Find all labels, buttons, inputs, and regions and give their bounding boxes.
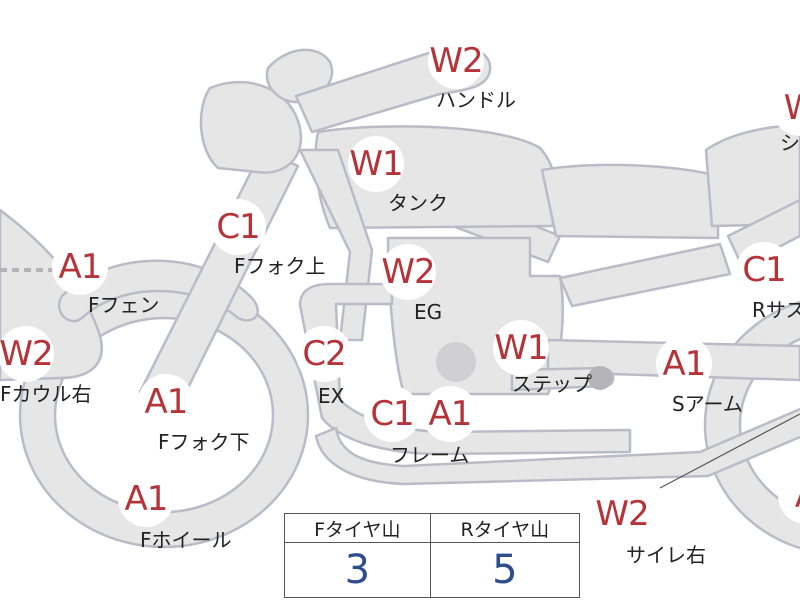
silencer-leader-line (659, 413, 800, 489)
handle-grade-badge: W2 (428, 33, 484, 89)
front-tire-header: Fタイヤ山 (284, 513, 431, 543)
frame-label: フレーム (390, 443, 470, 467)
swing-arm-grade-badge: A1 (656, 336, 712, 392)
tire-tread-table: Fタイヤ山 Rタイヤ山 3 5 (284, 513, 581, 598)
front-cowl-right-label: Fカウル右 (0, 382, 92, 406)
rear-suspension-grade-badge: C1 (736, 242, 792, 298)
front-wheel-label: Fホイール (140, 528, 232, 552)
front-fender-label: Fフェン (88, 293, 160, 317)
headlight-shape (199, 80, 303, 174)
seat-label: シ (780, 131, 800, 155)
tank-grade-badge: W1 (348, 136, 404, 192)
frame-lower-shape (314, 407, 800, 486)
front-fork-upper-label: Fフォク上 (234, 254, 326, 278)
step-label: ステップ (512, 372, 592, 396)
swing-arm-label: Sアーム (672, 392, 743, 416)
rear-tire-value: 5 (429, 542, 581, 598)
silencer-right-label: サイレ右 (626, 543, 706, 567)
handle-label: ハンドル (436, 88, 516, 112)
rear-tire-header: Rタイヤ山 (429, 513, 581, 543)
front-fender-grade-badge: A1 (52, 239, 108, 295)
front-cowl-right-grade-badge: W2 (0, 326, 54, 382)
silencer-shape (558, 242, 732, 308)
step-grade-badge: W1 (493, 320, 549, 376)
front-fork-lower-grade-badge: A1 (138, 374, 194, 430)
engine-label: EG (414, 300, 443, 324)
frame-c1-grade-badge: C1 (364, 386, 420, 442)
frame-a1-grade-badge: A1 (422, 386, 478, 442)
front-wheel-grade-badge: A1 (118, 471, 174, 527)
rear-wheel-grade-badge: A (778, 468, 800, 524)
silencer-right-grade-badge: W2 (594, 486, 650, 542)
exhaust-label: EX (318, 384, 345, 408)
engine-grade-badge: W2 (380, 244, 436, 300)
engine-cover-circle (436, 342, 476, 382)
rear-suspension-label: Rサス (752, 298, 800, 322)
front-fork-lower-label: Fフォク下 (158, 430, 250, 454)
front-tire-value: 3 (284, 542, 431, 598)
exhaust-grade-badge: C2 (296, 326, 352, 382)
front-fork-upper-grade-badge: C1 (210, 199, 266, 255)
tank-label: タンク (388, 191, 448, 215)
seat-shape (540, 163, 720, 240)
step-peg-circle (588, 366, 612, 390)
